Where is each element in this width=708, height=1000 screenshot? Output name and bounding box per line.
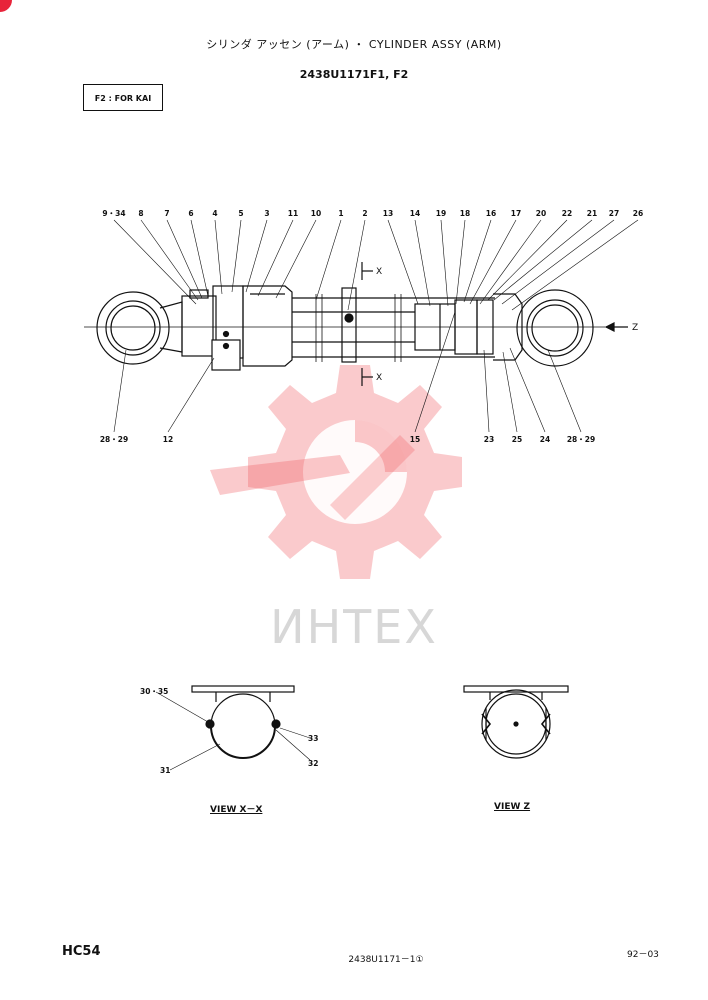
leader-line [511, 219, 639, 311]
model-code: HC54 [62, 944, 101, 959]
callout-label: 27 [609, 209, 619, 218]
leader-line [166, 219, 203, 299]
view-xx-section-drawing [155, 685, 311, 771]
callout-label: 17 [511, 209, 521, 218]
view-z-end-drawing [463, 685, 569, 759]
watermark-text: ИНТЕХ [270, 600, 438, 654]
leader-line [257, 219, 294, 297]
callout-label: 22 [562, 209, 572, 218]
callout-label: 25 [512, 435, 522, 444]
callout-label: 20 [536, 209, 546, 218]
leader-line [113, 219, 197, 305]
view-z-arrow-label: Z [632, 323, 638, 333]
callout-label: 3 [264, 209, 269, 218]
callout-label: 13 [383, 209, 393, 218]
callout-label: 19 [436, 209, 446, 218]
leader-line [440, 219, 449, 307]
callout-label: 28・29 [100, 435, 128, 444]
page-title: シリンダ アッセン (アーム) ・ CYLINDER ASSY (ARM) [206, 38, 502, 51]
view-xx-callout: 33 [308, 734, 319, 743]
page-reference: 2438U1171－1① [348, 955, 424, 965]
leader-line [469, 219, 517, 305]
part-number: 2438U1171F1, F2 [299, 68, 409, 81]
view-xx-label: VIEW X－X [210, 805, 263, 815]
leader-line [245, 219, 268, 293]
leader-line [455, 219, 466, 305]
callout-label: 2 [362, 209, 367, 218]
callout-label: 16 [486, 209, 496, 218]
leader-line [387, 219, 419, 305]
section-mark-x-top: X [376, 267, 382, 277]
watermark-gear-icon [210, 365, 462, 579]
callout-label: 11 [288, 209, 298, 218]
callout-label: 18 [460, 209, 470, 218]
leader-line [463, 219, 492, 303]
callout-label: 14 [410, 209, 420, 218]
view-z-label: VIEW Z [494, 802, 531, 812]
leader-line [113, 349, 127, 433]
corner-mark [0, 0, 12, 12]
callout-label: 12 [163, 435, 173, 444]
view-xx-callout: 32 [308, 759, 319, 768]
leader-line [190, 219, 209, 297]
callout-label: 28・29 [567, 435, 595, 444]
leader-line [414, 219, 431, 307]
callout-label: 6 [188, 209, 193, 218]
callout-label: 4 [212, 209, 217, 218]
callout-label: 23 [484, 435, 494, 444]
callout-label: 26 [633, 209, 643, 218]
callout-label: 1 [338, 209, 343, 218]
callout-label: 7 [164, 209, 169, 218]
leader-line [501, 219, 615, 305]
date-code: 92－03 [627, 950, 659, 960]
leader-line [547, 349, 582, 433]
leader-line [214, 219, 223, 295]
callout-label: 10 [311, 209, 321, 218]
callout-label: 15 [410, 435, 420, 444]
leader-line [231, 219, 242, 293]
callout-label: 9・34 [102, 209, 125, 218]
callout-label: 24 [540, 435, 550, 444]
view-xx-callout: 31 [160, 766, 171, 775]
variant-note: F2 : FOR KAI [83, 84, 163, 111]
leader-line [509, 347, 546, 433]
section-mark-x-bottom: X [376, 373, 382, 383]
leader-line [347, 219, 366, 311]
view-xx-callout: 30・35 [140, 687, 169, 696]
leader-line [483, 349, 490, 433]
callout-label: 21 [587, 209, 597, 218]
leader-line [140, 219, 199, 301]
leader-line [479, 219, 542, 305]
leader-line [493, 219, 593, 301]
leader-line [167, 357, 215, 433]
leader-line [315, 219, 342, 301]
leader-line [414, 311, 456, 433]
leader-line [487, 219, 568, 301]
callout-label: 8 [138, 209, 143, 218]
callout-label: 5 [238, 209, 243, 218]
leader-line [275, 219, 317, 299]
leader-line [502, 351, 518, 433]
